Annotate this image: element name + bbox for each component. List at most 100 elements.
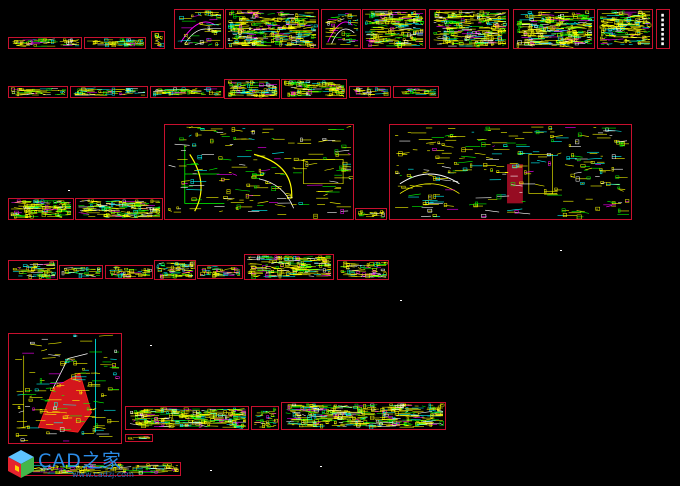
drawing-sheet[interactable]	[337, 260, 389, 280]
drawing-sheet[interactable]	[8, 86, 68, 98]
drawing-sheet[interactable]	[8, 37, 82, 49]
drawing-detail	[568, 144, 571, 147]
drawing-detail	[159, 36, 163, 39]
drawing-line	[263, 270, 280, 273]
drawing-sheet[interactable]	[70, 86, 148, 98]
drawing-line	[261, 21, 275, 24]
drawing-detail	[299, 424, 304, 428]
drawing-detail	[483, 163, 488, 167]
drawing-sheet[interactable]	[125, 434, 153, 442]
drawing-detail	[366, 89, 371, 94]
drawing-sheet[interactable]	[349, 86, 391, 98]
drawing-sheet[interactable]	[281, 402, 446, 430]
drawing-sheet[interactable]	[225, 9, 319, 49]
drawing-line	[580, 39, 593, 43]
drawing-line	[267, 13, 275, 15]
drawing-detail	[475, 31, 480, 35]
drawing-sheet[interactable]	[8, 198, 74, 220]
drawing-line	[41, 211, 57, 214]
drawing-sheet[interactable]	[8, 333, 122, 444]
drawing-sheet[interactable]	[513, 9, 595, 49]
drawing-line	[347, 152, 352, 156]
drawing-line	[76, 270, 80, 273]
drawing-detail	[469, 40, 472, 45]
drawing-sheet[interactable]	[362, 9, 426, 49]
drawing-detail	[233, 268, 239, 273]
drawing-line	[140, 41, 144, 43]
drawing-line	[436, 20, 444, 23]
drawing-detail	[157, 88, 162, 92]
drawing-detail	[568, 34, 572, 37]
drawing-sheet[interactable]	[150, 86, 224, 98]
drawing-sheet[interactable]	[8, 260, 58, 280]
drawing-detail	[30, 267, 35, 272]
drawing-sheet[interactable]	[597, 9, 653, 49]
drawing-sheet[interactable]	[321, 9, 361, 49]
drawing-sheet[interactable]	[355, 208, 387, 220]
drawing-curve	[253, 153, 293, 199]
drawing-line	[291, 268, 307, 270]
drawing-detail	[285, 263, 290, 267]
drawing-sheet[interactable]	[154, 260, 196, 280]
drawing-detail	[207, 266, 211, 269]
drawing-detail	[157, 268, 162, 272]
drawing-detail	[115, 376, 120, 379]
drawing-sheet[interactable]	[84, 37, 146, 49]
drawing-detail	[32, 407, 35, 411]
drawing-detail	[661, 28, 664, 31]
drawing-detail	[34, 210, 38, 213]
drawing-detail	[503, 144, 508, 147]
drawing-detail	[54, 402, 58, 407]
drawing-line	[249, 263, 262, 265]
drawing-line	[485, 156, 494, 160]
drawing-detail	[620, 27, 625, 30]
drawing-sheet[interactable]	[224, 79, 280, 99]
drawing-detail	[105, 43, 109, 47]
drawing-line	[346, 126, 352, 128]
drawing-detail	[300, 405, 304, 410]
drawing-sheet[interactable]	[164, 124, 354, 220]
drawing-detail	[305, 162, 309, 167]
drawing-sheet[interactable]	[75, 198, 163, 220]
drawing-sheet[interactable]	[25, 462, 181, 476]
drawing-sheet[interactable]	[656, 9, 670, 49]
drawing-detail	[246, 36, 252, 42]
drawing-line	[415, 16, 424, 19]
drawing-detail	[388, 28, 391, 34]
drawing-line	[588, 31, 593, 34]
drawing-detail	[528, 13, 534, 19]
drawing-sheet[interactable]	[251, 406, 279, 430]
drawing-line	[255, 16, 263, 19]
drawing-sheet[interactable]	[105, 265, 153, 279]
drawing-sheet[interactable]	[429, 9, 509, 49]
sheet-drawing	[127, 436, 151, 440]
drawing-detail	[326, 409, 329, 414]
sheet-drawing	[12, 38, 80, 47]
drawing-detail	[266, 83, 271, 87]
sheet-drawing	[10, 87, 66, 97]
drawing-line	[543, 27, 555, 29]
drawing-detail	[280, 264, 284, 268]
drawing-detail	[251, 176, 257, 179]
drawing-sheet[interactable]	[197, 265, 243, 279]
drawing-sheet[interactable]	[244, 254, 334, 280]
drawing-detail	[138, 471, 143, 475]
drawing-sheet[interactable]	[151, 31, 165, 49]
drawing-detail	[486, 11, 489, 16]
drawing-sheet[interactable]	[174, 9, 224, 49]
drawing-sheet[interactable]	[125, 406, 249, 430]
drawing-detail	[464, 35, 470, 40]
drawing-sheet[interactable]	[389, 124, 632, 220]
drawing-sheet[interactable]	[393, 86, 439, 98]
drawing-detail	[45, 205, 49, 209]
drawing-sheet[interactable]	[59, 265, 103, 279]
drawing-line	[155, 39, 160, 41]
drawing-line	[227, 198, 235, 201]
drawing-detail	[10, 87, 15, 92]
drawing-line	[40, 399, 50, 401]
drawing-line	[329, 202, 341, 205]
drawing-sheet[interactable]	[281, 79, 347, 99]
drawing-detail	[235, 34, 239, 39]
drawing-detail	[661, 42, 664, 46]
